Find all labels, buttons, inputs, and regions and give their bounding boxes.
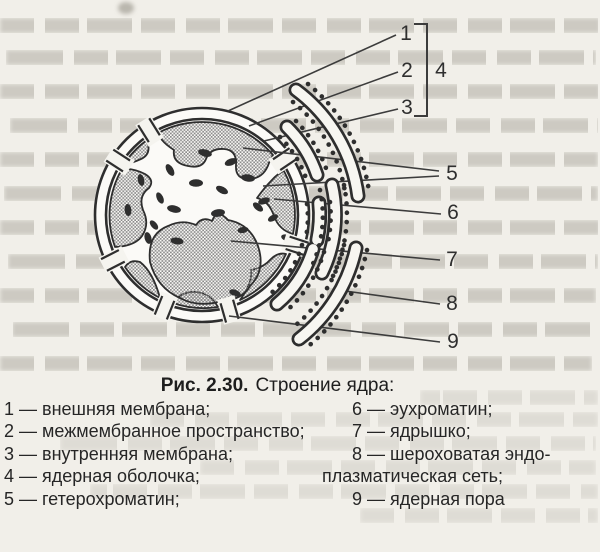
- pointer-line-1: [227, 34, 397, 112]
- nuclear-pore: [135, 115, 165, 147]
- callout-number-8: 8: [446, 292, 458, 315]
- heterochromatin-patch: [157, 121, 274, 180]
- bleedthrough-line: [60, 436, 596, 451]
- legend-right-column: 6 — эухроматин; 7 — ядрышко; 8 — шерохов…: [322, 398, 582, 510]
- bleedthrough-line: [420, 390, 598, 405]
- legend-item-8-line2: плазматическая сеть;: [322, 466, 504, 487]
- bleedthrough-line: [0, 356, 592, 371]
- callout-number-2: 2: [401, 59, 413, 82]
- figure-caption: Рис. 2.30. Строение ядра:: [0, 375, 555, 397]
- legend-item-6: 6 — эухроматин;: [352, 399, 493, 419]
- nucleus-structure-diagram: 1 2 3 4 5 6 7 8 9: [93, 22, 459, 353]
- callout-number-9: 9: [447, 330, 459, 353]
- nuclear-pore: [98, 246, 130, 274]
- legend-item-2: 2 — межмембранное пространство;: [4, 421, 305, 442]
- pointer-line-8: [344, 290, 441, 305]
- callout-number-3: 3: [401, 96, 413, 119]
- nuclear-pores: [98, 115, 311, 325]
- legend-item-9: 9 — ядерная пора: [352, 488, 505, 509]
- legend-item-7: 7 — ядрышко;: [352, 421, 471, 442]
- legend-left-column: 1 — внешняя мембрана; 2 — межмембранное …: [4, 398, 322, 510]
- bracket-4: [414, 23, 428, 117]
- rough-er: [266, 81, 372, 351]
- pointer-line-2: [248, 71, 399, 127]
- callout-number-6: 6: [447, 201, 459, 224]
- callout-number-7: 7: [446, 248, 458, 271]
- legend-item-8-line1: 8 — шероховатая эндо-: [352, 443, 551, 464]
- nuclear-pore: [151, 291, 179, 322]
- bleedthrough-line: [0, 18, 600, 33]
- legend-item-4: 4 — ядерная оболочка;: [4, 466, 200, 487]
- legend-item-1: 1 — внешняя мембрана;: [4, 399, 211, 419]
- bleedthrough-line: [90, 484, 598, 499]
- heterochromatin-patch: [124, 260, 161, 299]
- heterochromatin-patches: [108, 121, 296, 310]
- nuclear-pore: [103, 146, 135, 176]
- callout-number-5: 5: [446, 162, 458, 185]
- figure-number: Рис. 2.30.: [160, 375, 249, 396]
- bleedthrough-line: [360, 508, 598, 523]
- bleedthrough-line: [200, 460, 596, 475]
- bleedthrough-line: [150, 412, 598, 427]
- pointer-line-9: [228, 315, 441, 343]
- figure-title: Строение ядра:: [255, 375, 395, 396]
- legend-item-5: 5 — гетерохроматин;: [4, 488, 180, 509]
- ribosomes: [266, 81, 372, 351]
- legend-item-3: 3 — внутренняя мембрана;: [4, 443, 233, 464]
- paper-smudge: [118, 2, 134, 14]
- nucleus: [93, 106, 311, 325]
- nuclear-pore: [281, 233, 311, 259]
- callout-number-1: 1: [400, 22, 412, 45]
- bleedthrough-line: [6, 50, 596, 65]
- heterochromatin-patch: [256, 170, 296, 235]
- callout-numbers: 1 2 3 4 5 6 7 8 9: [400, 22, 459, 353]
- callout-number-4: 4: [435, 59, 447, 82]
- inner-membrane: [104, 117, 300, 313]
- pointer-line-6: [273, 198, 442, 215]
